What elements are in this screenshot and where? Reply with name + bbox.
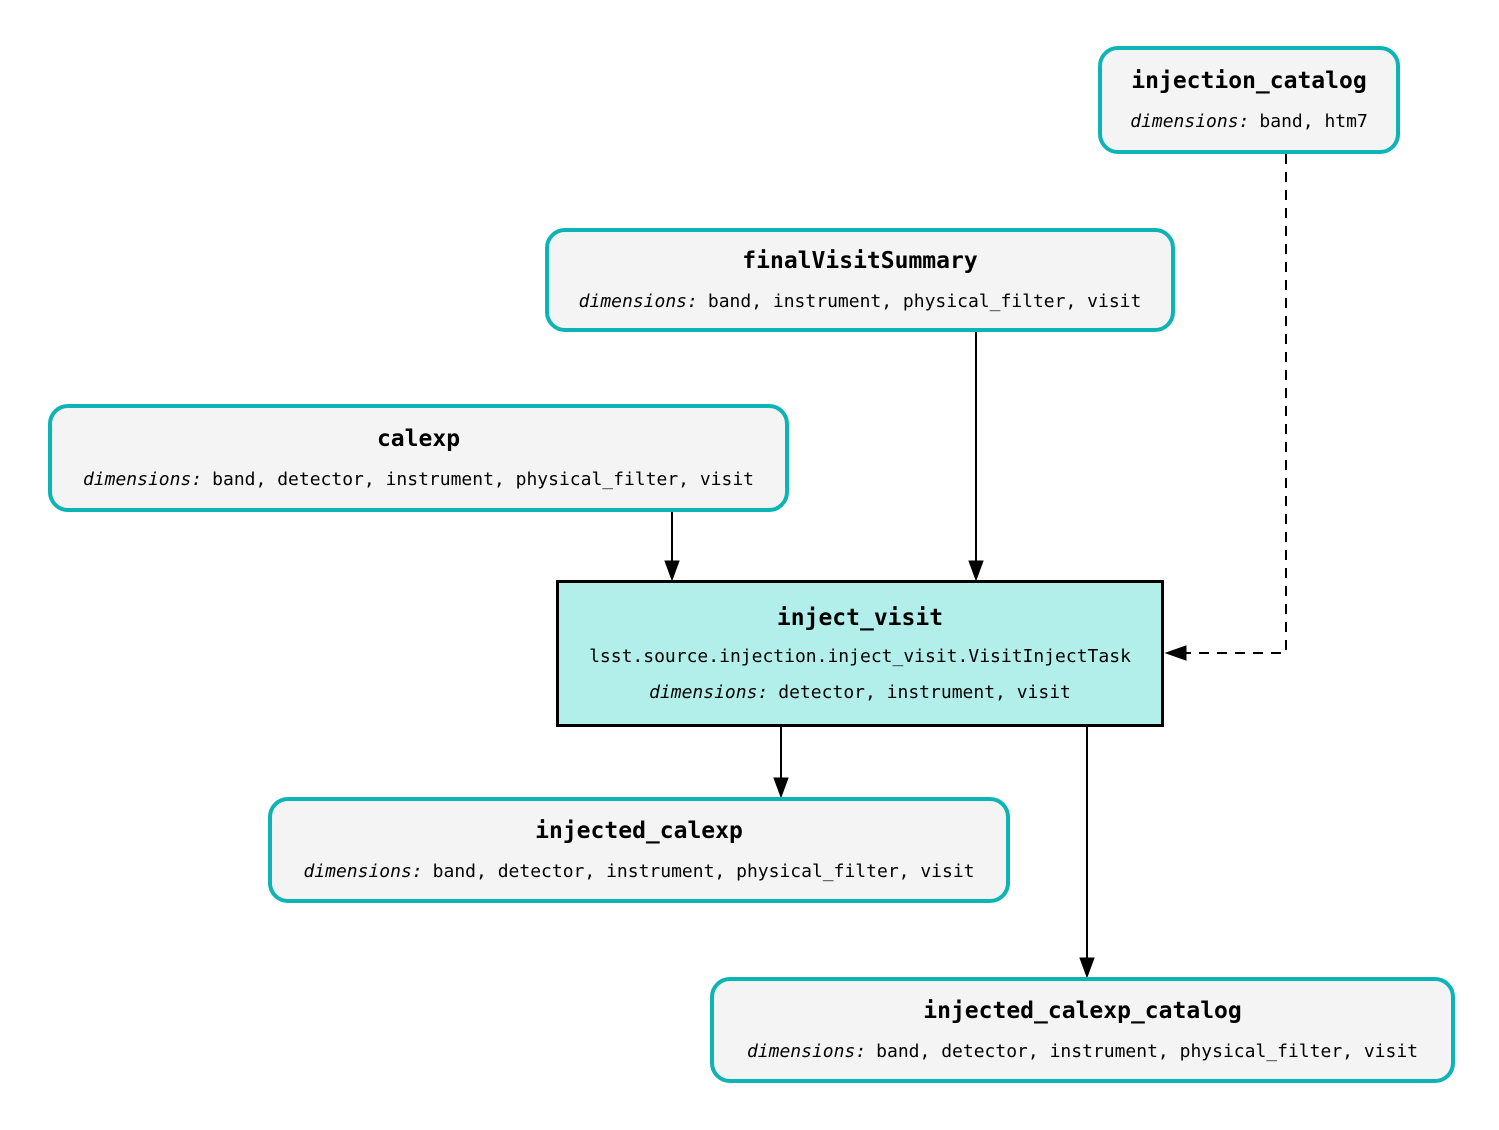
node-dimensions: dimensions: band, detector, instrument, p…: [83, 469, 754, 491]
arrowhead-down-icon: [773, 777, 789, 799]
node-inject-visit-task: inject_visit lsst.source.injection.injec…: [556, 580, 1164, 727]
node-calexp: calexp dimensions: band, detector, instru…: [48, 404, 789, 512]
node-title: injection_catalog: [1131, 68, 1367, 94]
dimensions-label: dimensions:: [746, 1041, 867, 1062]
task-class-path: lsst.source.injection.inject_visit.Visit…: [589, 645, 1131, 667]
arrowhead-down-icon: [968, 560, 984, 582]
edge-line-dashed: [1186, 154, 1287, 654]
node-title: injected_calexp_catalog: [923, 998, 1242, 1024]
node-dimensions: dimensions: band, detector, instrument, p…: [303, 861, 974, 883]
dimensions-value: band, detector, instrument, physical_fil…: [876, 1041, 1419, 1062]
arrowhead-down-icon: [664, 560, 680, 582]
node-title: injected_calexp: [535, 818, 743, 844]
dimensions-value: band, htm7: [1259, 111, 1368, 132]
node-title: finalVisitSummary: [742, 248, 978, 274]
node-title: inject_visit: [776, 604, 944, 631]
arrowhead-down-icon: [1079, 957, 1095, 979]
edge-injection-catalog-to-inject-visit: [1164, 154, 1287, 661]
dimensions-value: detector, instrument, visit: [778, 681, 1071, 703]
dimensions-value: band, instrument, physical_filter, visit: [707, 291, 1142, 312]
arrowhead-left-icon: [1164, 645, 1187, 661]
node-title: calexp: [376, 426, 461, 452]
node-injection-catalog: injection_catalog dimensions: band, htm7: [1098, 46, 1400, 154]
edge-inject-visit-to-injected-calexp: [773, 727, 789, 799]
node-dimensions: dimensions: band, htm7: [1130, 111, 1368, 133]
dimensions-value: band, detector, instrument, physical_fil…: [212, 469, 755, 490]
node-dimensions: dimensions: detector, instrument, visit: [649, 682, 1071, 704]
dimensions-label: dimensions:: [649, 681, 769, 703]
edge-finalvisitsummary-to-inject-visit: [968, 332, 984, 582]
node-finalvisitsummary: finalVisitSummary dimensions: band, instr…: [545, 228, 1175, 332]
node-dimensions: dimensions: band, detector, instrument, p…: [747, 1041, 1418, 1063]
node-dimensions: dimensions: band, instrument, physical_fi…: [579, 291, 1142, 313]
node-injected-calexp: injected_calexp dimensions: band, detecto…: [268, 797, 1010, 903]
dimensions-label: dimensions:: [303, 861, 423, 882]
dimensions-label: dimensions:: [578, 291, 698, 312]
edge-calexp-to-inject-visit: [664, 512, 680, 582]
edge-inject-visit-to-injected-calexp-catalog: [1079, 727, 1095, 979]
dimensions-label: dimensions:: [82, 469, 203, 490]
node-injected-calexp-catalog: injected_calexp_catalog dimensions: band,…: [710, 977, 1455, 1083]
dimensions-value: band, detector, instrument, physical_fil…: [432, 861, 975, 882]
dimensions-label: dimensions:: [1130, 111, 1250, 132]
